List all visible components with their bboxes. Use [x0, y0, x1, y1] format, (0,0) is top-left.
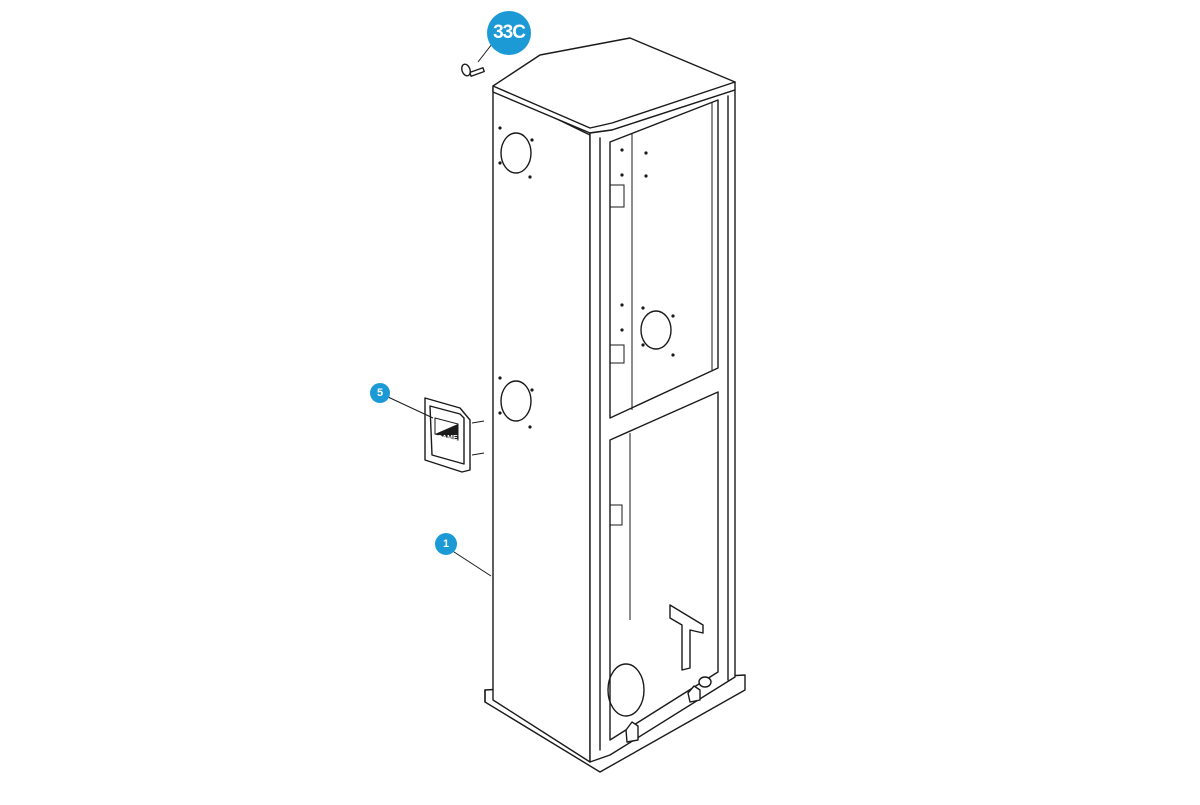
floor-details	[607, 604, 712, 743]
left-panel-hole-middle	[498, 376, 534, 429]
callout-badge-5: 5	[370, 383, 390, 403]
callout-badge-1: 1	[435, 533, 457, 555]
came-logo-text: CAME	[437, 435, 458, 442]
inner-holes	[609, 148, 675, 526]
lower-window	[609, 391, 719, 741]
left-panel-hole-top	[498, 126, 534, 179]
column-left-panel	[492, 87, 591, 763]
upper-window	[609, 99, 719, 419]
screw-icon	[461, 63, 485, 77]
display-plate: CAME	[424, 397, 485, 473]
callout-badge-33c: 33C	[487, 11, 531, 55]
